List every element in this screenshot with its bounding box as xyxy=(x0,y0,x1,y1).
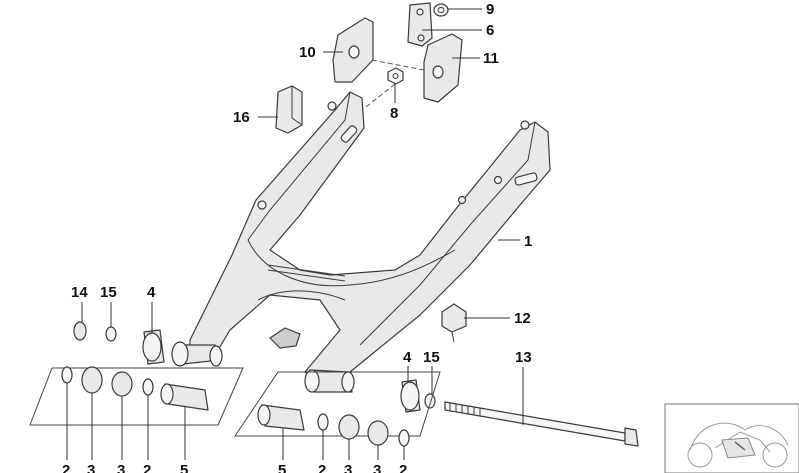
part-9-washer xyxy=(433,3,449,17)
callout-2-d: 2 xyxy=(399,462,407,473)
callout-3-b: 3 xyxy=(117,462,125,473)
pivot-tube-right xyxy=(304,369,355,393)
callout-12: 12 xyxy=(514,310,531,327)
callout-2-c: 2 xyxy=(318,462,326,473)
callout-1: 1 xyxy=(524,233,532,250)
swing-arm xyxy=(171,91,551,393)
callout-2-a: 2 xyxy=(62,462,70,473)
callout-3-a: 3 xyxy=(87,462,95,473)
callout-10: 10 xyxy=(299,44,316,61)
callout-5-right: 5 xyxy=(278,462,286,473)
part-11-adjuster-block xyxy=(423,33,463,103)
callout-3-c: 3 xyxy=(344,462,352,473)
callout-3-d: 3 xyxy=(373,462,381,473)
left-bushing-set xyxy=(29,321,244,426)
part-12-grease-nipple xyxy=(441,303,467,343)
callout-11: 11 xyxy=(483,50,499,67)
assembly-line-nut xyxy=(361,83,396,111)
callout-labels: 1 10 11 6 9 8 16 12 13 14 15 4 4 15 2 3 … xyxy=(62,1,532,473)
callout-8: 8 xyxy=(390,105,398,122)
callout-4-right: 4 xyxy=(403,349,412,366)
part-16-cover xyxy=(275,85,303,134)
part-8-nut xyxy=(387,67,404,85)
callout-15-left: 15 xyxy=(100,284,117,301)
callout-9: 9 xyxy=(486,1,494,18)
assembly-line-top xyxy=(371,59,425,71)
callout-2-b: 2 xyxy=(143,462,151,473)
callout-13: 13 xyxy=(515,349,532,366)
part-10-adjuster-block xyxy=(332,17,374,83)
part-13-bolt xyxy=(444,401,639,447)
callout-4-left: 4 xyxy=(147,284,156,301)
pivot-tube-left xyxy=(171,341,223,367)
leader-lines xyxy=(66,8,524,460)
part-6-plate xyxy=(407,2,433,47)
callout-6: 6 xyxy=(486,22,494,39)
locator-thumbnail xyxy=(664,403,799,473)
callout-5-left: 5 xyxy=(180,462,188,473)
callout-16: 16 xyxy=(233,109,250,126)
callout-14: 14 xyxy=(71,284,88,301)
callout-15-right: 15 xyxy=(423,349,440,366)
